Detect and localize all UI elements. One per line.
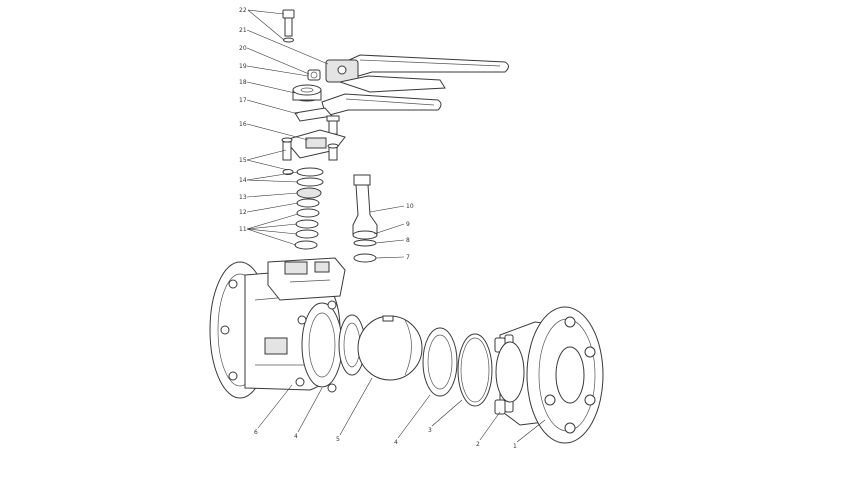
callout-4b: 4: [394, 439, 398, 446]
end-cap-right: [494, 306, 604, 444]
callout-2: 2: [476, 441, 480, 448]
callout-5: 5: [336, 436, 340, 443]
callout-14: 14: [239, 177, 247, 184]
seat-ring-right: [422, 327, 458, 397]
seat-ring-left: [338, 314, 366, 376]
callout-15: 15: [239, 157, 247, 164]
callout-8: 8: [406, 237, 410, 244]
callout-9: 9: [406, 221, 410, 228]
small-nut: [307, 69, 321, 81]
ball: [357, 315, 423, 381]
callout-17: 17: [239, 97, 247, 104]
lock-washer: [294, 107, 333, 122]
callout-22: 22: [239, 7, 247, 14]
callout-7: 7: [406, 254, 410, 261]
callout-labels: 22 21 20 19 18 17 16 15 14 13 12 11 10 9…: [239, 7, 517, 450]
callout-16: 16: [239, 121, 247, 128]
callout-11: 11: [239, 226, 247, 233]
callout-1: 1: [513, 443, 517, 450]
callout-12: 12: [239, 209, 247, 216]
stop-plate: [281, 115, 346, 161]
callout-4a: 4: [294, 433, 298, 440]
valve-stem: [352, 174, 378, 263]
gland-washers: [282, 167, 324, 250]
cap-bolt: [282, 9, 295, 43]
handle-lever-lower: [321, 75, 446, 117]
callout-3: 3: [428, 427, 432, 434]
callout-6: 6: [254, 429, 258, 436]
callout-20: 20: [239, 45, 247, 52]
handle-lever-upper: [325, 54, 509, 83]
leader-lines: [246, 9, 546, 443]
hex-nut: [292, 84, 322, 102]
callout-18: 18: [239, 79, 247, 86]
valve-body-left: [209, 257, 346, 399]
gasket: [457, 333, 493, 407]
callout-21: 21: [239, 27, 247, 34]
callout-19: 19: [239, 63, 247, 70]
callout-10: 10: [406, 203, 414, 210]
callout-13: 13: [239, 194, 247, 201]
